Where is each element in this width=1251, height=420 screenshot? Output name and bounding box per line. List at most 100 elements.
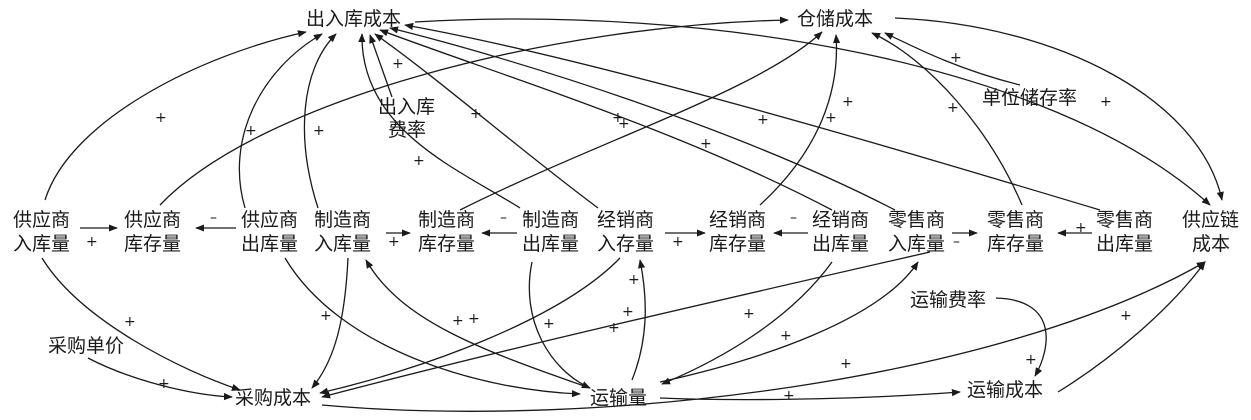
node-supplier-out-l2: 出库量: [241, 233, 298, 255]
node-dist-stock-l2: 库存量: [709, 233, 766, 255]
edge-transport-vol-to-maker-in: [365, 259, 591, 389]
edge-transport-rate-to-transport-cost: [995, 297, 1047, 377]
edge-maker-in-to-purchase-cost: [311, 257, 349, 389]
sign-plus: +: [700, 136, 712, 152]
edge-purchase-cost-to-chain-cost: [321, 261, 1206, 412]
node-supplier-in-l2: 入库量: [13, 233, 70, 255]
sign-plus: +: [86, 234, 98, 250]
sign-plus: +: [1100, 94, 1112, 110]
node-churuku-cost: 出入库成本: [306, 8, 401, 30]
node-supplier-stock-l1: 供应商: [124, 209, 181, 231]
edge-dist-stock-to-cangchu-cost: [759, 34, 841, 206]
node-dist-in-l2: 入存量: [597, 233, 654, 255]
sign-plus: +: [245, 123, 257, 139]
sign-plus: +: [413, 153, 425, 169]
sign-plus: +: [783, 388, 795, 404]
node-transport-vol: 运输量: [590, 387, 647, 409]
sign-plus: +: [1120, 308, 1132, 324]
sign-plus: +: [468, 311, 480, 327]
node-retail-stock-l2: 库存量: [987, 233, 1044, 255]
node-supplier-stock-l2: 库存量: [124, 233, 181, 255]
sign-plus: +: [757, 112, 769, 128]
sign-plus: +: [842, 94, 854, 110]
edge-retail-stock-to-cangchu-cost: [871, 32, 1023, 206]
node-maker-out-l1: 制造商: [522, 209, 579, 231]
sign-plus: +: [320, 308, 332, 324]
sign-plus: +: [1025, 352, 1037, 368]
edge-dist-out-to-churuku-cost: [379, 29, 833, 211]
node-purchase-price: 采购单价: [48, 335, 124, 357]
sign-plus: +: [1075, 220, 1087, 236]
edge-rate-to-churuku-cost: [369, 34, 393, 98]
sign-plus: +: [950, 50, 962, 66]
sign-plus: +: [618, 116, 630, 132]
sign-plus: +: [743, 306, 755, 322]
node-retail-out-l1: 零售商: [1096, 209, 1153, 231]
edge-maker-in-to-churuku-cost: [303, 33, 337, 209]
sign-plus: +: [124, 314, 136, 330]
edge-dist-in-to-churuku-cost: [374, 33, 599, 209]
sign-minus: –: [790, 210, 797, 226]
polarity-signs: + + + + + + + + + + + + + + + + – + – + …: [86, 50, 1132, 404]
edge-maker-out-to-transport-vol: [528, 261, 591, 389]
edge-churuku-cost-to-chain-cost: [414, 18, 1211, 206]
sign-plus: +: [840, 356, 852, 372]
node-cangchu-cost: 仓储成本: [797, 8, 873, 30]
edge-retail-in-to-purchase-cost: [321, 251, 931, 399]
edge-unit-rate-to-cangchu-cost: [884, 32, 1021, 86]
node-maker-out-l2: 出库量: [522, 233, 579, 255]
sign-plus: +: [543, 316, 555, 332]
edge-price-to-purchase-cost: [87, 357, 233, 401]
sign-plus: +: [622, 304, 634, 320]
sign-plus: +: [313, 123, 325, 139]
node-transport-rate: 运输费率: [910, 289, 986, 311]
sign-plus: +: [947, 100, 959, 116]
sign-plus: +: [158, 376, 170, 392]
sign-plus: +: [672, 234, 684, 250]
node-dist-out-l2: 出库量: [812, 233, 869, 255]
sign-plus: +: [628, 272, 640, 288]
node-chain-cost-l2: 成本: [1192, 233, 1230, 255]
edge-transport-vol-to-transport-cost: [659, 389, 961, 401]
node-retail-stock-l1: 零售商: [987, 209, 1044, 231]
sign-minus: –: [210, 210, 217, 226]
sign-plus: +: [612, 110, 624, 126]
node-dist-stock-l1: 经销商: [709, 209, 766, 231]
node-dist-in-l1: 经销商: [597, 209, 654, 231]
sign-plus: +: [608, 320, 620, 336]
edge-maker-out-to-churuku-cost: [358, 33, 521, 209]
node-transport-cost: 运输成本: [967, 379, 1043, 401]
node-purchase-cost: 采购成本: [235, 387, 311, 409]
node-maker-stock-l1: 制造商: [418, 209, 475, 231]
sign-plus: +: [470, 106, 482, 122]
edge-supplier-stock-to-cangchu-cost: [159, 16, 789, 206]
edges: [41, 16, 1224, 412]
edge-transport-vol-to-retail-in: [659, 261, 919, 383]
node-retail-in-l2: 入库量: [888, 233, 945, 255]
edge-cangchu-cost-to-chain-cost: [894, 17, 1224, 201]
node-unit-storage-rate: 单位储存率: [982, 87, 1077, 109]
node-churuku-rate-l1: 出入库: [378, 96, 435, 118]
node-supplier-out-l1: 供应商: [241, 209, 298, 231]
node-retail-in-l1: 零售商: [888, 209, 945, 231]
sign-plus: +: [780, 328, 792, 344]
edge-retail-in-to-churuku-cost: [389, 26, 896, 211]
edge-retail-out-to-churuku-cost: [404, 22, 1101, 211]
sign-plus: +: [388, 234, 400, 250]
edge-transport-vol-to-dist-in: [631, 259, 646, 381]
sign-plus: +: [155, 110, 167, 126]
node-chain-cost-l1: 供应链: [1182, 209, 1239, 231]
node-maker-in-l1: 制造商: [314, 209, 371, 231]
nodes: 出入库成本 仓储成本 出入库 费率 单位储存率 供应商 入库量 供应商 库存量 …: [13, 8, 1239, 409]
sign-plus: +: [452, 313, 464, 329]
node-dist-out-l1: 经销商: [812, 209, 869, 231]
sign-plus: +: [392, 56, 404, 72]
sign-plus: +: [825, 110, 837, 126]
node-supplier-in-l1: 供应商: [13, 209, 70, 231]
edge-transport-cost-to-chain-cost: [1057, 261, 1206, 393]
node-churuku-rate-l2: 费率: [388, 119, 426, 141]
edge-supplier-in-to-churuku-cost: [44, 30, 307, 201]
node-maker-in-l2: 入库量: [314, 233, 371, 255]
